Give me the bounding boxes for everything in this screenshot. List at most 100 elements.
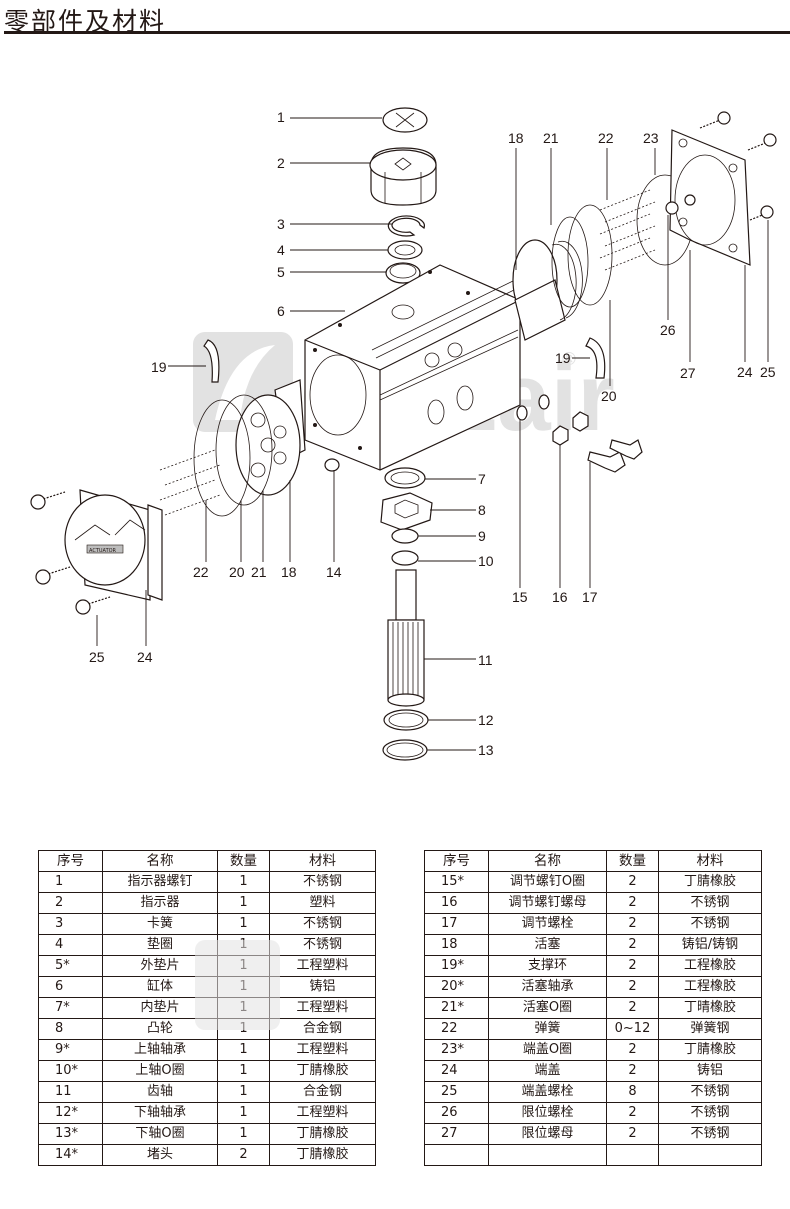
- svg-text:12: 12: [478, 712, 494, 728]
- cell-quantity: 8: [606, 1081, 659, 1103]
- callout-4: 4: [277, 242, 388, 258]
- svg-text:18: 18: [508, 130, 524, 146]
- header-no: 序号: [38, 850, 103, 872]
- cell-quantity: 1: [217, 1018, 270, 1040]
- svg-text:18: 18: [281, 564, 297, 580]
- callout-19-right: 19: [555, 350, 590, 366]
- cell-material: 丁腈橡胶: [269, 1144, 376, 1166]
- svg-text:26: 26: [660, 322, 676, 338]
- cell-part-no: 14*: [38, 1144, 103, 1166]
- cell-quantity: 1: [217, 892, 270, 914]
- cell-part-no: 15*: [424, 871, 489, 893]
- part-1-indicator-screw: [382, 107, 428, 133]
- part-16-adjust-nut: [552, 411, 589, 446]
- cell-quantity: 1: [217, 955, 270, 977]
- cell-part-no: 23*: [424, 1039, 489, 1061]
- cell-material: 工程塑料: [269, 1039, 376, 1061]
- cell-part-no: 19*: [424, 955, 489, 977]
- cell-part-name: 外垫片: [102, 955, 218, 977]
- cell-quantity: 1: [217, 1123, 270, 1145]
- cell-part-name: 齿轴: [102, 1081, 218, 1103]
- svg-text:13: 13: [478, 742, 494, 758]
- cell-quantity: 1: [217, 1060, 270, 1082]
- callout-23-right: 23: [643, 130, 659, 175]
- cell-part-no: 1: [38, 871, 103, 893]
- cell-part-no: 10*: [38, 1060, 103, 1082]
- cell-part-name: 上轴O圈: [102, 1060, 218, 1082]
- cell-quantity: 2: [606, 1102, 659, 1124]
- svg-text:14: 14: [326, 564, 342, 580]
- header-no: 序号: [424, 850, 489, 872]
- callout-13: 13: [427, 742, 494, 758]
- header-name: 名称: [102, 850, 218, 872]
- part-11-gear-shaft: [387, 569, 425, 707]
- callout-22-left: 22: [193, 500, 209, 580]
- cell-part-name: 调节螺钉螺母: [488, 892, 607, 914]
- cell-part-no: [424, 1144, 489, 1166]
- cell-quantity: 2: [606, 1039, 659, 1061]
- callout-10: 10: [418, 553, 494, 569]
- cell-material: 丁晴橡胶: [658, 997, 762, 1019]
- svg-text:21: 21: [251, 564, 267, 580]
- callout-3: 3: [277, 216, 392, 232]
- callout-20-right: 20: [601, 300, 617, 404]
- svg-text:22: 22: [598, 130, 614, 146]
- svg-text:9: 9: [478, 528, 486, 544]
- cell-part-name: 调节螺钉O圈: [488, 871, 607, 893]
- exploded-view-diagram: CCLair ®: [30, 107, 777, 761]
- part-18-piston-right: [512, 239, 583, 341]
- svg-text:19: 19: [151, 359, 167, 375]
- cell-material: 不锈钢: [658, 1102, 762, 1124]
- callout-11: 11: [424, 652, 493, 668]
- callout-19-left: 19: [151, 359, 206, 375]
- cell-part-no: 27: [424, 1123, 489, 1145]
- cell-material: 铸铝: [269, 976, 376, 998]
- part-15-adjust-oring: [516, 405, 528, 421]
- cell-material: 工程橡胶: [658, 976, 762, 998]
- cell-material: 丁腈橡胶: [658, 1039, 762, 1061]
- cell-part-name: 缸体: [102, 976, 218, 998]
- header-name: 名称: [488, 850, 607, 872]
- svg-text:24: 24: [137, 649, 153, 665]
- cell-part-name: [488, 1144, 607, 1166]
- table-header-row: 序号 名称 数量 材料: [424, 850, 762, 872]
- callout-14: 14: [326, 470, 342, 580]
- svg-text:17: 17: [582, 589, 598, 605]
- svg-text:4: 4: [277, 242, 285, 258]
- cell-part-name: 端盖: [488, 1060, 607, 1082]
- cell-part-name: 上轴轴承: [102, 1039, 218, 1061]
- watermark-registered-mark: ®: [560, 349, 578, 370]
- cell-material: 不锈钢: [269, 934, 376, 956]
- svg-text:3: 3: [277, 216, 285, 232]
- cell-quantity: 1: [217, 1039, 270, 1061]
- svg-text:2: 2: [277, 155, 285, 171]
- callout-7: 7: [425, 471, 486, 487]
- cell-part-no: 7*: [38, 997, 103, 1019]
- cell-part-no: 18: [424, 934, 489, 956]
- cell-quantity: 2: [606, 955, 659, 977]
- cell-part-name: 活塞: [488, 934, 607, 956]
- part-12-lower-bearing: [383, 709, 429, 731]
- cell-part-name: 卡簧: [102, 913, 218, 935]
- cell-part-name: 支撑环: [488, 955, 607, 977]
- cell-part-no: 6: [38, 976, 103, 998]
- cell-part-no: 16: [424, 892, 489, 914]
- part-14-plug: [324, 458, 340, 472]
- callout-1: 1: [277, 109, 382, 125]
- cell-part-name: 活塞轴承: [488, 976, 607, 998]
- part-4-washer: [387, 240, 423, 260]
- cell-material: 不锈钢: [658, 1081, 762, 1103]
- svg-text:25: 25: [89, 649, 105, 665]
